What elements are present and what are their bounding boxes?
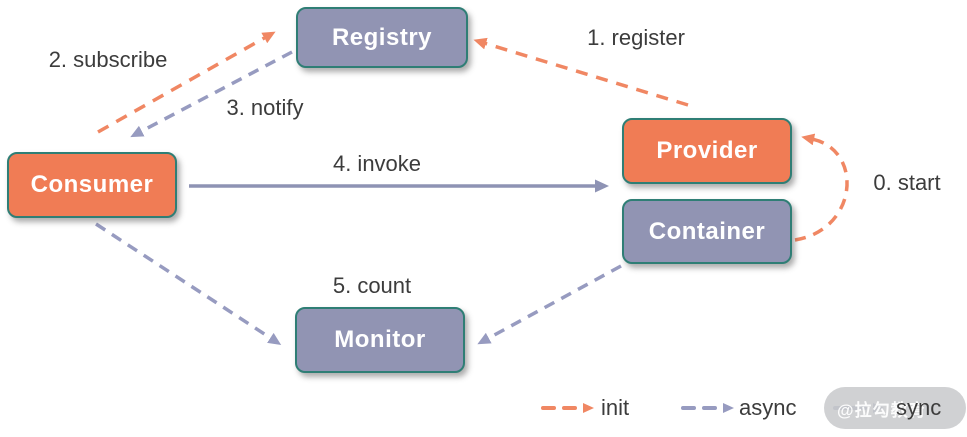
watermark-pill: @拉勾教育 bbox=[824, 387, 966, 429]
edge-container-monitor-line bbox=[477, 264, 622, 345]
node-consumer-label: Consumer bbox=[30, 171, 154, 198]
node-container-label: Container bbox=[648, 217, 766, 245]
legend-async-marker-icon bbox=[681, 403, 734, 413]
edge-register-line bbox=[473, 37, 689, 107]
node-consumer: Consumer bbox=[7, 152, 177, 218]
edge-count-line bbox=[95, 222, 282, 346]
node-monitor: Monitor bbox=[295, 307, 465, 373]
legend-init-label: init bbox=[601, 395, 630, 420]
legend-init-marker-icon bbox=[541, 403, 594, 413]
edge-label-start: 0. start bbox=[873, 170, 941, 195]
node-container: Container bbox=[622, 199, 792, 264]
node-monitor-label: Monitor bbox=[334, 326, 426, 353]
edge-label-register: 1. register bbox=[587, 25, 685, 50]
node-provider-label: Provider bbox=[656, 137, 758, 164]
watermark-text: @拉勾教育 bbox=[837, 400, 927, 420]
legend-async-label: async bbox=[739, 395, 797, 420]
node-registry-label: Registry bbox=[331, 23, 433, 51]
edge-label-subscribe: 2. subscribe bbox=[48, 47, 168, 72]
legend-sync-label: sync bbox=[896, 395, 942, 420]
node-registry: Registry bbox=[296, 7, 468, 68]
edge-label-notify: 3. notify bbox=[226, 95, 304, 120]
edge-start-line bbox=[794, 133, 849, 242]
node-provider: Provider bbox=[622, 118, 792, 184]
edge-label-count: 5. count bbox=[332, 273, 412, 298]
edge-label-invoke: 4. invoke bbox=[332, 151, 422, 176]
